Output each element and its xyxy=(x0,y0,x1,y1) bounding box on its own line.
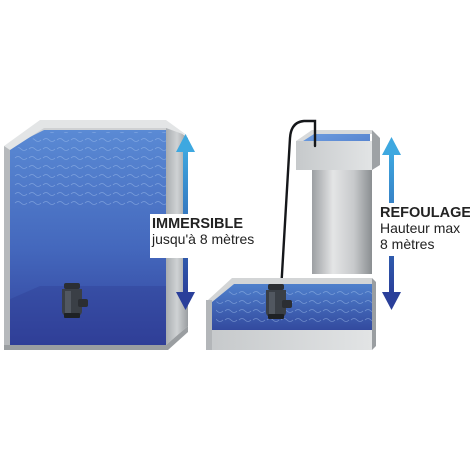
left-tank xyxy=(4,120,188,350)
lower-basin-side-wall xyxy=(372,278,376,350)
upper-tank-front-wall xyxy=(296,141,372,170)
refoulage-label: REFOULAGE Hauteur max 8 mètres xyxy=(378,203,470,256)
left-tank-top-rim xyxy=(4,120,188,150)
lower-basin-water-surface xyxy=(216,286,372,322)
lower-basin-left-wall xyxy=(206,300,212,350)
upper-tank-side-wall xyxy=(372,130,380,170)
submersible-pump-icon xyxy=(266,284,292,319)
left-tank-water-surface xyxy=(14,132,166,210)
lower-basin-front-wall xyxy=(208,330,372,350)
immersible-subtitle: jusqu'à 8 mètres xyxy=(152,231,255,248)
upper-tank xyxy=(296,130,380,170)
lower-basin xyxy=(206,278,376,350)
left-tank-floor xyxy=(8,286,166,345)
refoulage-line1: Hauteur max xyxy=(380,220,461,237)
left-tank-bottom-edge xyxy=(4,326,188,350)
immersible-title: IMMERSIBLE xyxy=(152,216,244,232)
discharge-hose xyxy=(278,119,317,310)
refoulage-line2: 8 mètres xyxy=(380,235,435,252)
submersible-pump-icon xyxy=(62,283,88,318)
support-column xyxy=(312,170,372,274)
left-tank-back-rim xyxy=(8,122,166,150)
immersible-label: IMMERSIBLE jusqu'à 8 mètres xyxy=(150,214,276,258)
left-tank-left-wall xyxy=(4,146,10,346)
refoulage-title: REFOULAGE xyxy=(380,205,470,221)
